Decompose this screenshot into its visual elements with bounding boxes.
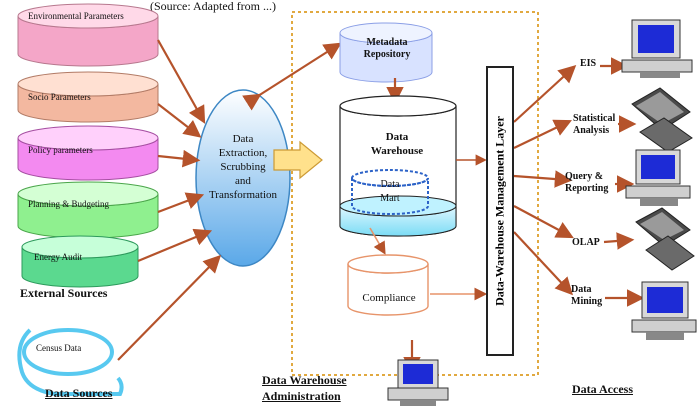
warehouse-cylinder — [339, 95, 457, 237]
access-label-query: Query & Reporting — [565, 171, 609, 194]
arrow-source-1 — [157, 39, 206, 124]
arrow-access-query — [513, 170, 573, 188]
source-label-4: Planning & Budgeting — [28, 199, 109, 209]
admin-label: Data Warehouse Administration — [262, 373, 347, 403]
computer-icon-admin — [387, 359, 449, 406]
compliance-label: Compliance — [362, 292, 416, 304]
arrow-source-3 — [157, 149, 201, 168]
label-to-computer-arrows — [600, 57, 645, 307]
header-fragment: (Source: Adapted from ...) — [150, 0, 276, 13]
census-label: Census Data — [36, 343, 82, 353]
source-arrows — [117, 39, 222, 361]
etl-line-4: and — [235, 175, 251, 187]
source-label-2: Socio Parameters — [28, 92, 91, 102]
mart-label: Data Mart — [380, 179, 400, 204]
access-arrows — [513, 65, 577, 296]
etl-line-1: Data — [232, 133, 254, 145]
access-label-olap: OLAP — [572, 237, 600, 248]
arrow-source-4 — [157, 192, 205, 214]
source-cylinders — [17, 3, 159, 288]
management-layer-label: Data-Warehouse Management Layer — [492, 116, 507, 306]
arrow-source-5 — [137, 228, 213, 263]
source-cylinder-1 — [17, 3, 159, 67]
management-layer: Data-Warehouse Management Layer — [486, 66, 514, 356]
source-cylinder-5 — [21, 235, 139, 288]
source-label-1: Environmental Parameters — [28, 11, 124, 21]
external-sources-label: External Sources — [20, 286, 108, 300]
arrow-olap-laptop — [603, 232, 635, 250]
arrow-census — [117, 254, 222, 361]
census-cylinder — [17, 328, 124, 396]
arrow-access-olap — [513, 205, 574, 239]
warehouse-label: Data Warehouse — [370, 131, 424, 157]
computer-icon-eis — [621, 19, 693, 78]
arrow-access-mining — [513, 231, 574, 296]
metadata-label: Metadata Repository — [363, 37, 411, 60]
arrow-source-2 — [157, 103, 202, 138]
computer-icon-query — [625, 149, 691, 206]
access-label-eis: EIS — [580, 58, 597, 69]
arrow-warehouse-compliance — [369, 227, 386, 255]
access-label-mining: Data Mining — [571, 284, 603, 307]
data-sources-title: Data Sources — [45, 386, 113, 400]
source-cylinder-3 — [17, 125, 159, 181]
metadata-cylinder — [339, 22, 433, 83]
computer-icon-mining — [631, 281, 697, 340]
etl-line-5: Transformation — [208, 189, 278, 201]
source-label-5: Energy Audit — [34, 252, 83, 262]
source-cylinder-4 — [17, 181, 159, 239]
arrow-etl-metadata — [242, 42, 342, 111]
source-cylinder-2 — [17, 71, 159, 123]
etl-to-warehouse-arrow — [273, 140, 323, 180]
etl-text: Data Extraction, Scrubbing and Transform… — [196, 132, 290, 202]
data-access-title: Data Access — [572, 382, 633, 396]
arrow-access-eis — [513, 65, 577, 123]
access-label-stat: Statistical Analysis — [573, 113, 616, 136]
laptop-icon-stat — [631, 87, 693, 153]
laptop-icon-olap — [635, 207, 695, 271]
etl-line-2: Extraction, — [218, 147, 268, 159]
mart-cylinder — [351, 169, 429, 215]
compliance-cylinder — [347, 254, 429, 316]
arrow-access-stat — [513, 119, 572, 149]
source-label-3: Policy parameters — [28, 145, 93, 155]
etl-line-3: Scrubbing — [220, 161, 266, 173]
